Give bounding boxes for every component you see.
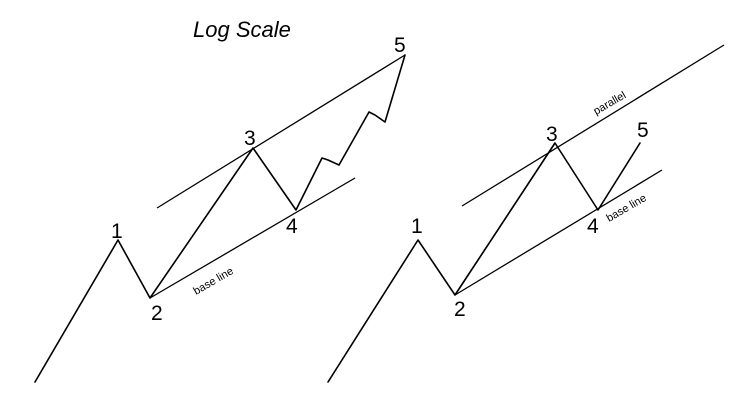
left-panel: 1 2 3 4 5 base line: [34, 34, 406, 383]
right-wave-label-1: 1: [411, 215, 423, 238]
right-base-line: [454, 169, 663, 296]
right-wave-label-2: 2: [454, 298, 466, 321]
right-wave-label-5: 5: [637, 119, 649, 142]
left-base-line: [149, 177, 356, 299]
right-panel: 1 2 3 4 5 base line parallel: [327, 44, 725, 383]
left-wave-label-3: 3: [244, 127, 256, 150]
left-wave-label-4: 4: [286, 215, 298, 238]
left-wave-label-5: 5: [394, 34, 406, 57]
right-channel-diagonal: [454, 142, 556, 296]
left-wave-path: [34, 54, 406, 383]
left-parallel-line: [156, 54, 406, 209]
diagram-title: Log Scale: [193, 17, 291, 42]
left-wave-label-2: 2: [151, 302, 163, 325]
left-wave-label-1: 1: [111, 220, 123, 243]
right-parallel-line-label: parallel: [592, 89, 629, 117]
right-wave-label-4: 4: [587, 215, 599, 238]
right-wave-path: [327, 142, 641, 383]
right-base-line-label: base line: [605, 192, 649, 224]
right-wave-label-3: 3: [546, 123, 558, 146]
right-parallel-line: [461, 44, 725, 207]
